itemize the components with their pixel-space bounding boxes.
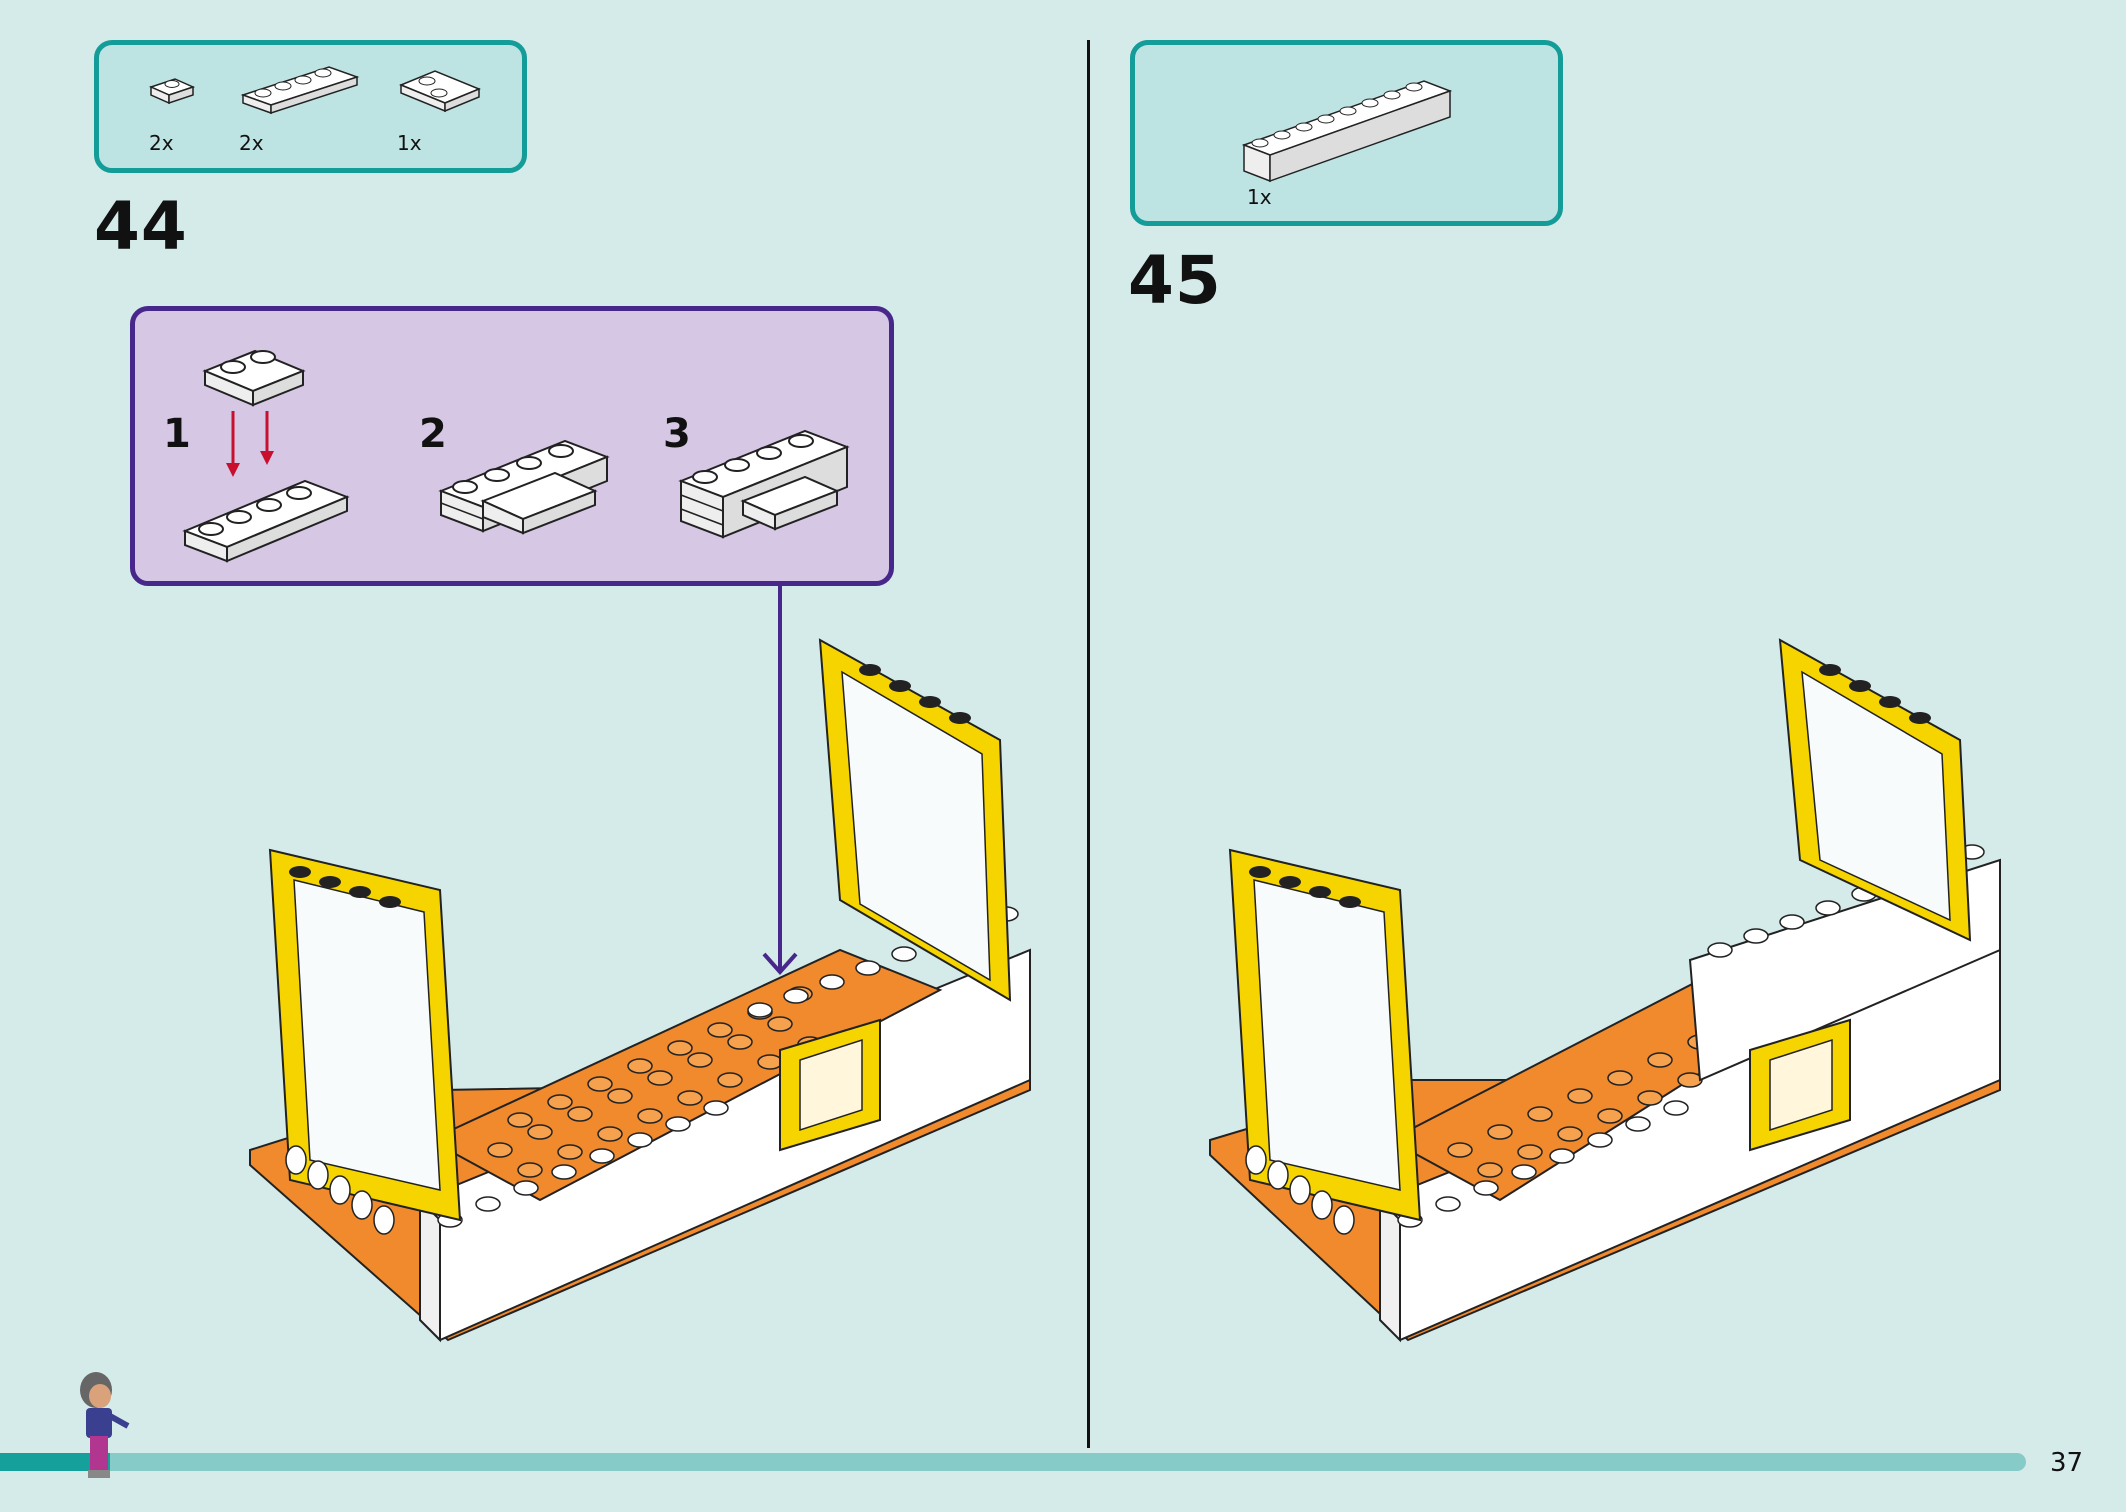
sub-step-number: 3: [663, 411, 691, 457]
progress-bar: [0, 1453, 2026, 1471]
step44-sub-assembly-box: 1 2 3: [130, 306, 894, 586]
part-qty: 1x: [397, 131, 422, 155]
sub-step-1-illustration: [182, 349, 350, 563]
wedge-plate-icon: [399, 70, 481, 113]
assembly-arrow-icon: [762, 586, 798, 976]
brick-1x8-icon: [1241, 80, 1453, 183]
page-divider: [1087, 40, 1090, 1448]
step44-model-illustration: [249, 638, 1031, 1343]
step45-model-illustration: [1209, 638, 2001, 1343]
plate-1x4-icon: [240, 66, 360, 115]
friends-minifigure-icon: [80, 1372, 130, 1478]
sub-step-2-illustration: [438, 439, 610, 535]
sub-step-number: 1: [163, 411, 191, 457]
part-qty: 2x: [149, 131, 174, 155]
step-number: 45: [1128, 242, 1222, 319]
sub-step-number: 2: [419, 411, 447, 457]
step44-parts-box: 2x 2x 1x: [94, 40, 527, 173]
part-qty: 2x: [239, 131, 264, 155]
page-number: 37: [2050, 1448, 2084, 1478]
step-number: 44: [94, 188, 188, 265]
step45-parts-box: 1x: [1130, 40, 1563, 226]
plate-1x1-icon: [148, 78, 196, 105]
sub-step-3-illustration: [678, 429, 850, 539]
part-qty: 1x: [1247, 185, 1272, 209]
progress-bar-fill: [0, 1453, 110, 1471]
